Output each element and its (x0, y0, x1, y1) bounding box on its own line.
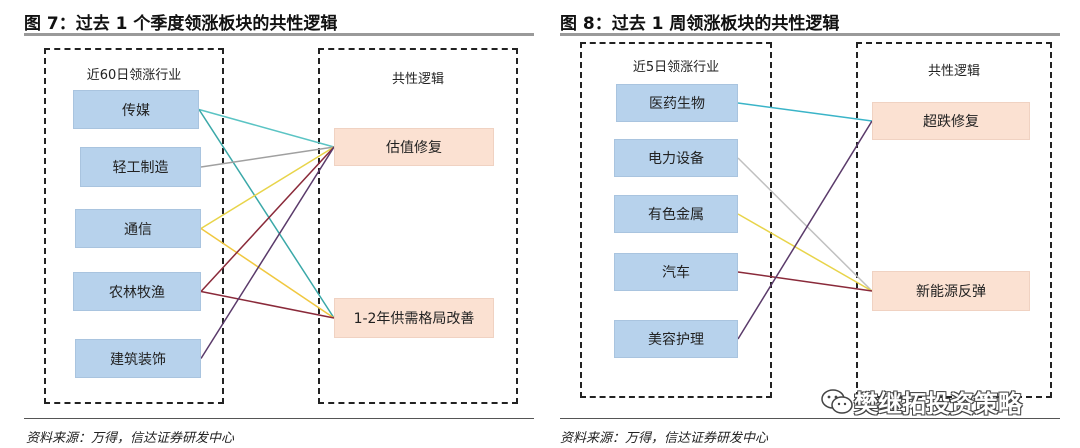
source-rule (560, 418, 1060, 419)
connector-lines (737, 102, 873, 340)
connector-line (200, 146, 335, 168)
industry-box: 美容护理 (614, 320, 738, 358)
industries-dashed-box (44, 48, 224, 404)
logic-header: 共性逻辑 (927, 64, 980, 79)
source-note: 资料来源：万得，信达证券研发中心 (560, 431, 769, 446)
watermark-text: 樊继拓投资策略 (854, 390, 1022, 418)
logic-dashed-box (318, 48, 518, 404)
connector-line (737, 120, 873, 340)
connector-line (200, 227, 335, 319)
industries-dashed-box (580, 42, 772, 398)
figure-7-title: 图 7：过去 1 个季度领涨板块的共性逻辑 (24, 14, 338, 34)
source-note: 资料来源：万得，信达证券研发中心 (26, 431, 235, 446)
figure-8-panel: 图 8：过去 1 周领涨板块的共性逻辑 近5日领涨行业 共性逻辑 医药生物 电力… (540, 0, 1080, 448)
figure-7-title-rule (24, 33, 534, 36)
industries-header: 近60日领涨行业 (86, 68, 182, 83)
source-rule (24, 418, 534, 419)
logic-box: 超跌修复 (872, 102, 1030, 140)
connector-line (198, 109, 335, 319)
industry-box: 有色金属 (614, 195, 738, 233)
connector-line (198, 108, 335, 148)
figure-8-title: 图 8：过去 1 周领涨板块的共性逻辑 (560, 14, 840, 34)
connector-lines (198, 108, 335, 359)
industry-box: 医药生物 (616, 84, 738, 122)
connector-line (737, 271, 873, 292)
logic-dashed-box (856, 42, 1052, 398)
connector-line (200, 290, 335, 319)
figure-7-panel: 图 7：过去 1 个季度领涨板块的共性逻辑 近60日领涨行业 共性逻辑 传媒 轻… (24, 14, 534, 446)
logic-header: 共性逻辑 (391, 72, 444, 87)
industry-box: 农林牧渔 (73, 272, 201, 311)
industries-header: 近5日领涨行业 (632, 60, 720, 75)
industry-box: 通信 (75, 209, 201, 248)
connector-line (200, 146, 335, 359)
connector-line (737, 102, 873, 122)
industry-box: 汽车 (614, 253, 738, 291)
industry-box: 建筑装饰 (75, 339, 201, 378)
logic-box: 估值修复 (334, 128, 494, 166)
connector-line (737, 213, 873, 292)
industry-box: 轻工制造 (80, 147, 201, 187)
connector-line (737, 157, 873, 292)
logic-box: 1-2年供需格局改善 (334, 298, 494, 338)
connector-line (200, 146, 335, 230)
industry-box: 电力设备 (614, 139, 738, 177)
wechat-icon (821, 388, 853, 414)
watermark: 樊继拓投资策略 (820, 384, 1022, 419)
figure-8-title-rule (560, 33, 1060, 36)
logic-box: 新能源反弹 (872, 271, 1030, 311)
industry-box: 传媒 (73, 90, 199, 129)
connector-line (200, 146, 335, 293)
